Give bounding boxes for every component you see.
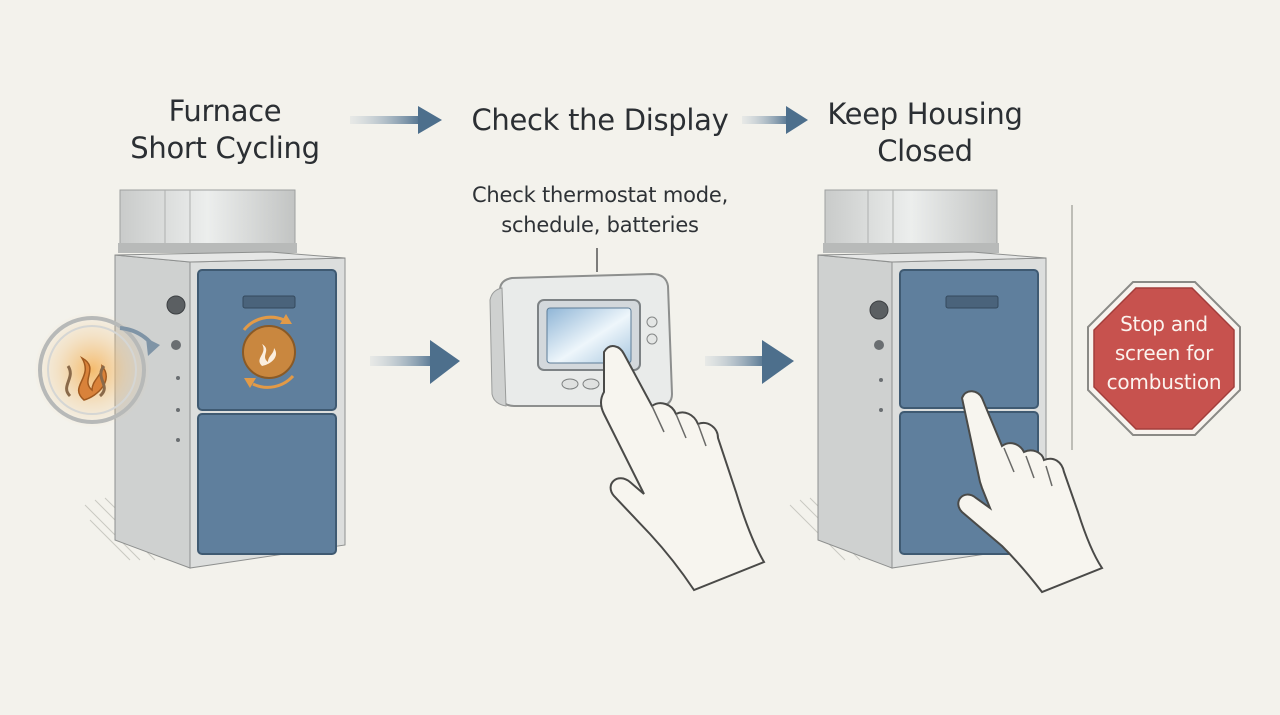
pointing-hand-icon [600, 345, 766, 592]
arrow-right-icon [350, 106, 442, 134]
stop-sign-line-2: screen for [1114, 341, 1214, 365]
step-2-title: Check the Display [460, 102, 740, 139]
step-1-title-line-1: Furnace [168, 94, 282, 128]
stop-sign-label: Stop and screen for combustion [1094, 310, 1234, 397]
flame-cycle-icon [242, 314, 296, 389]
stop-sign-icon [1087, 281, 1241, 436]
step-3-title: Keep Housing Closed [815, 96, 1035, 170]
step-2-title-line-1: Check the Display [471, 103, 729, 137]
step-2-note-line-2: schedule, batteries [501, 213, 699, 237]
arrow-right-icon [705, 340, 794, 384]
step-1-title: Furnace Short Cycling [120, 93, 330, 167]
step-3-title-line-2: Closed [877, 134, 973, 168]
short-cycle-icon [34, 312, 160, 428]
step-2-note-line-1: Check thermostat mode, [471, 183, 729, 207]
step-2-note: Check thermostat mode, schedule, batteri… [450, 180, 750, 240]
arrow-right-icon [370, 340, 460, 384]
step-1-title-line-2: Short Cycling [130, 131, 320, 165]
stop-sign-line-1: Stop and [1120, 312, 1208, 336]
stop-sign-line-3: combustion [1106, 370, 1222, 394]
arrow-right-icon [742, 106, 808, 134]
thermostat-icon [489, 272, 674, 407]
furnace-right [789, 189, 1047, 569]
pointing-hand-icon [957, 390, 1104, 594]
step-3-title-line-1: Keep Housing [827, 97, 1023, 131]
